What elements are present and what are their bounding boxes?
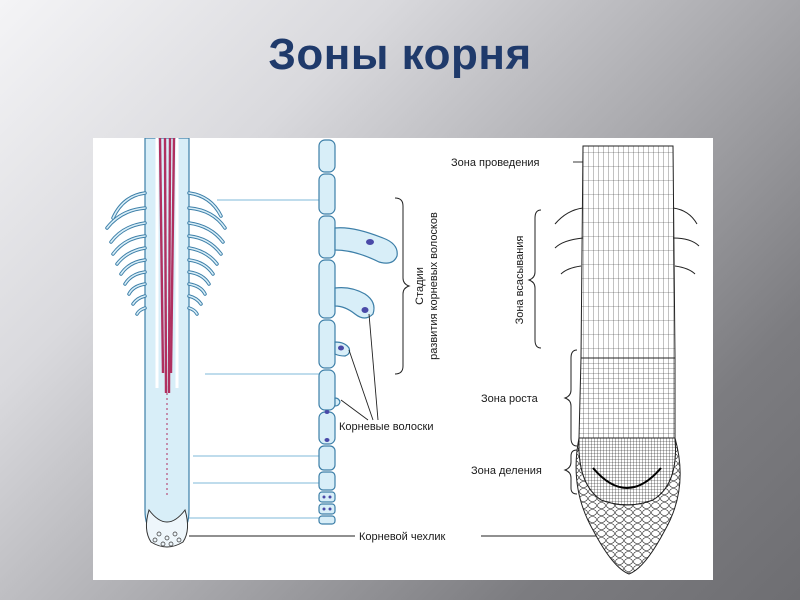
- label-root-hairs: Корневые волоски: [339, 421, 433, 433]
- label-absorption-zone: Зона всасывания: [514, 236, 526, 325]
- root-hairs-pointers: [340, 313, 379, 421]
- label-conduction-zone: Зона проведения: [451, 157, 540, 169]
- label-hair-stages-line2: развития корневых волосков: [428, 212, 440, 360]
- vascular-cylinder: [155, 138, 179, 498]
- zone-brackets: [527, 209, 578, 495]
- epidermis-cell-column: [318, 139, 336, 525]
- cell-nuclei: [322, 239, 374, 511]
- longitudinal-section: [554, 145, 700, 575]
- root-cap-left: [145, 508, 189, 548]
- label-root-cap: Корневой чехлик: [359, 531, 446, 543]
- root-hair-stages: [334, 227, 398, 407]
- zone-guide-lines: [189, 199, 321, 519]
- label-hair-stages-line1: Стадии: [414, 267, 426, 305]
- root-tip-drawing: [105, 138, 227, 548]
- root-cap-label-bg: [355, 529, 481, 543]
- slide-title: Зоны корня: [268, 30, 532, 79]
- root-diagram: Стадии развития корневых волосков Корнев…: [105, 138, 700, 575]
- root-hairs-right: [187, 191, 227, 316]
- root-diagram-panel: Стадии развития корневых волосков Корнев…: [93, 138, 713, 580]
- hair-stages-brace: [394, 197, 411, 375]
- label-division-zone: Зона деления: [471, 465, 542, 477]
- label-growth-zone: Зона роста: [481, 393, 539, 405]
- root-cap-section: [575, 437, 681, 575]
